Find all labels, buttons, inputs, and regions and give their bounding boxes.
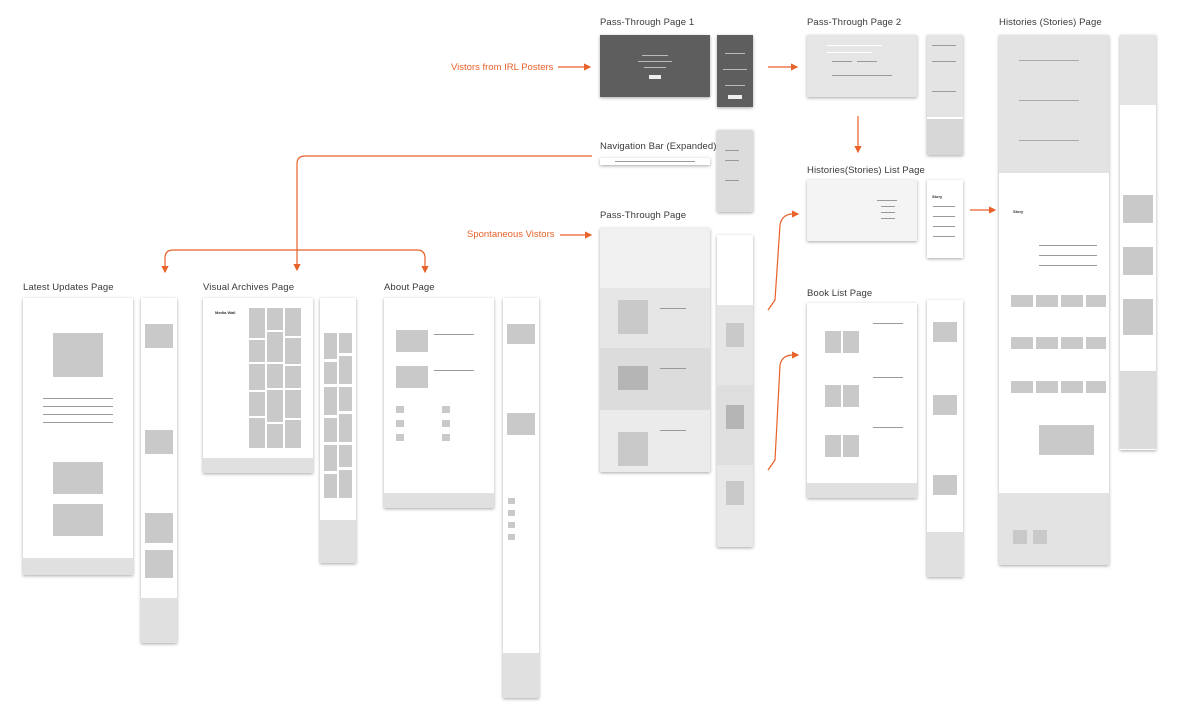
arrow-to-latest: [161, 249, 297, 274]
wireframe-pass-through-2-desktop: [807, 35, 917, 97]
wireframe-pass-through-1-mobile: [717, 35, 753, 107]
wireframe-pass-through-1-desktop: [600, 35, 710, 97]
label-spontaneous-visitors: Spontaneous Vistors: [467, 229, 555, 240]
title-visual-archives: Visual Archives Page: [203, 282, 295, 293]
wireframe-latest-updates-desktop: [23, 298, 133, 575]
title-book-list: Book List Page: [807, 288, 873, 299]
wireframe-histories-list-mobile: Story: [927, 180, 963, 258]
arrow-pt-to-book: [767, 351, 800, 471]
wireframe-histories-list-desktop: [807, 180, 917, 241]
arrow-pt-to-list: [767, 210, 800, 311]
wireframe-visual-archives-mobile: [320, 298, 356, 563]
wireframe-navigation-mobile: [717, 130, 753, 212]
wireframe-latest-updates-mobile: [141, 298, 177, 643]
title-pass-through-2: Pass-Through Page 2: [807, 17, 902, 28]
wireframe-histories-mobile: [1120, 35, 1156, 450]
wireframe-pass-through-desktop: [600, 228, 710, 472]
wireframe-histories-desktop: Story: [999, 35, 1109, 565]
title-pass-through-1: Pass-Through Page 1: [600, 17, 695, 28]
wireframe-book-list-mobile: [927, 300, 963, 577]
title-histories-stories: Histories (Stories) Page: [999, 17, 1102, 28]
title-pass-through: Pass-Through Page: [600, 210, 687, 221]
wireframe-about-desktop: [384, 298, 494, 508]
title-latest-updates: Latest Updates Page: [23, 282, 114, 293]
title-navigation-bar: Navigation Bar (Expanded): [600, 141, 717, 152]
wireframe-pass-through-2-mobile: [927, 35, 963, 155]
wireframe-book-list-desktop: [807, 303, 917, 498]
label-irl-visitors: Vistors from IRL Posters: [451, 62, 554, 73]
wireframe-navigation-bar: [600, 158, 710, 165]
title-about: About Page: [384, 282, 435, 293]
title-histories-list: Histories(Stories) List Page: [807, 165, 925, 176]
wireframe-pass-through-mobile: [717, 235, 753, 547]
arrow-to-about: [297, 249, 429, 274]
arrow-nav-branch: [293, 155, 592, 272]
wireframe-about-mobile: [503, 298, 539, 698]
wireframe-visual-archives-desktop: Media Wall: [203, 298, 313, 473]
